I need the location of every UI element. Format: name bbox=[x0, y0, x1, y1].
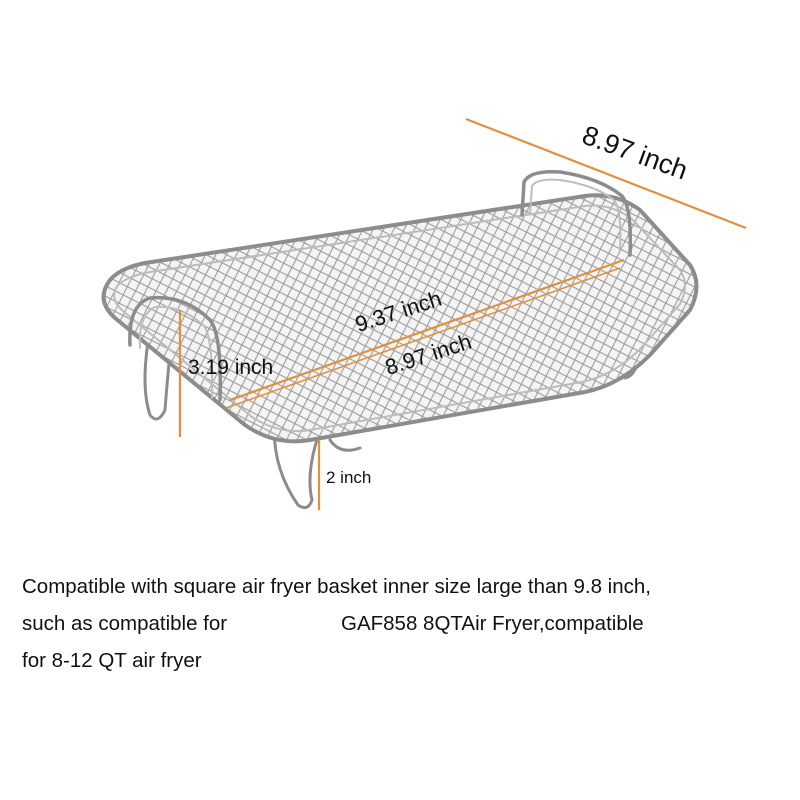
product-figure: 8.97 inch 9.37 inch 8.97 inch 3.19 inch … bbox=[101, 117, 747, 510]
top-length-line bbox=[465, 117, 747, 230]
dimension-lines bbox=[178, 117, 747, 510]
compatibility-caption: Compatible with square air fryer basket … bbox=[22, 568, 792, 679]
rack-frame bbox=[101, 193, 699, 444]
air-fryer-rack-illustration bbox=[101, 117, 747, 510]
width-line bbox=[225, 267, 621, 409]
diagonal-line bbox=[229, 258, 625, 402]
caption-line-2: such as compatible for GAF858 8QTAir Fry… bbox=[22, 612, 644, 635]
caption-line-3: for 8-12 QT air fryer bbox=[22, 649, 202, 672]
caption-line-1: Compatible with square air fryer basket … bbox=[22, 575, 651, 598]
rack-height-label: 3.19 inch bbox=[188, 356, 274, 379]
rack-handles bbox=[128, 169, 633, 402]
leg-height-label: 2 inch bbox=[326, 468, 372, 487]
